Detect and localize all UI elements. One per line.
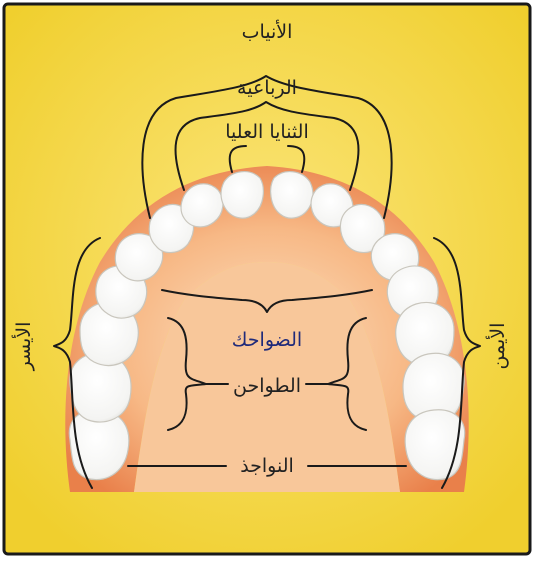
tooth-molar-right-3 [405, 410, 465, 480]
tooth-central-right [271, 172, 313, 219]
label-premolars: الضواحك [232, 329, 302, 351]
label-left-side: الأيسر [12, 322, 35, 372]
label-laterals: الرباعية [237, 77, 297, 99]
tooth-central-left [221, 172, 263, 219]
label-molars: الطواحن [233, 375, 301, 397]
label-canines: الأنياب [242, 20, 293, 43]
label-right-side: الأيمن [486, 323, 509, 370]
label-centrals: الثنايا العليا [225, 121, 309, 143]
label-wisdom: النواجذ [240, 455, 294, 477]
